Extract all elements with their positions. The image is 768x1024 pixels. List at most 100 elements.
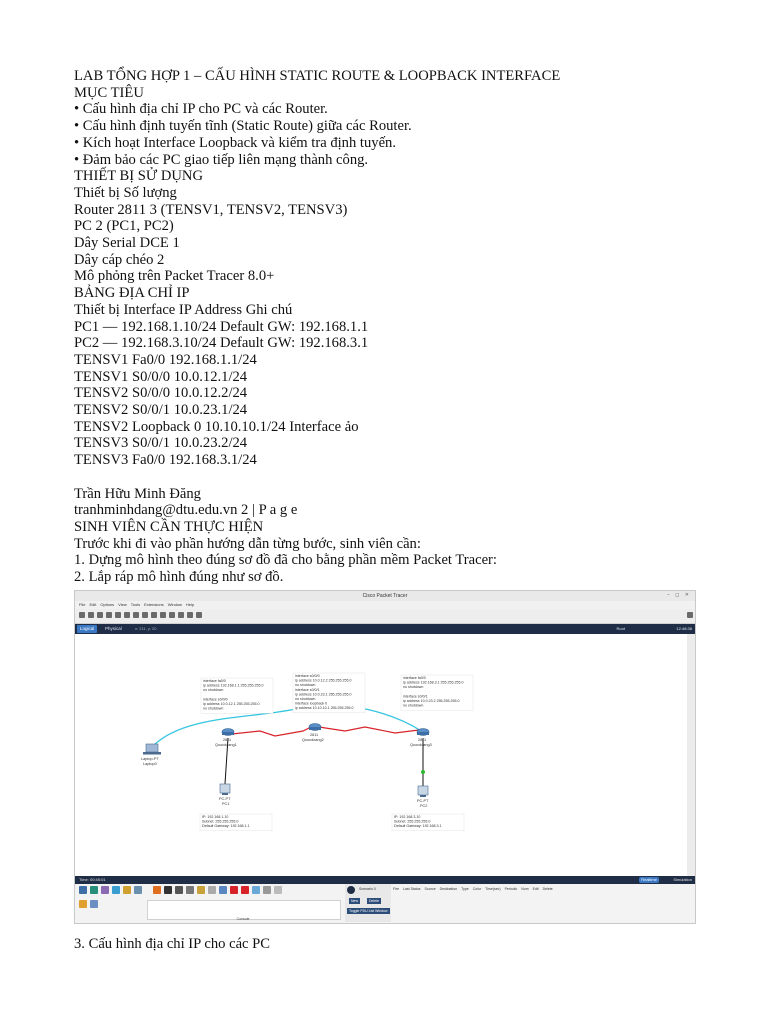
note-line: ip address 10.0.12.2 255.255.255.0 <box>295 679 352 683</box>
pc2-device[interactable] <box>417 785 429 797</box>
router-r3[interactable] <box>416 728 430 736</box>
pdu-column-header: Time(sec) <box>485 887 501 891</box>
new-scenario-button[interactable]: New <box>349 898 361 904</box>
note-line: no shutdown <box>295 697 315 701</box>
router-r2[interactable] <box>308 723 322 731</box>
crossover-cable-icon[interactable] <box>186 886 194 894</box>
straight-cable-icon[interactable] <box>175 886 183 894</box>
lightning-icon[interactable] <box>79 900 87 908</box>
document-line: TENSV1 S0/0/0 10.0.12.1/24 <box>74 368 248 385</box>
connections-category-icon[interactable] <box>123 886 131 894</box>
zoom-in-icon[interactable] <box>160 612 166 618</box>
realtime-mode-button[interactable]: Realtime <box>639 877 659 883</box>
pdu-column-header: Source <box>424 887 436 891</box>
zoom-out-icon[interactable] <box>178 612 184 618</box>
help-icon[interactable] <box>687 612 693 618</box>
tab-logical[interactable]: Logical <box>77 625 98 633</box>
logical-workspace[interactable]: 2811 Quocdoang1 2811 Quocdoang2 2811 Quo… <box>75 634 687 876</box>
note-r2-config[interactable]: interface s0/0/0ip address 10.0.12.2 255… <box>292 672 366 713</box>
coordinate-readout: x: 211, y: 20 <box>135 626 157 631</box>
menu-item[interactable]: File <box>79 602 86 607</box>
delete-scenario-button[interactable]: Delete <box>367 898 382 904</box>
save-icon[interactable] <box>97 612 103 618</box>
laptop-device[interactable] <box>143 743 161 755</box>
note-line: interface fa0/0 <box>203 679 226 683</box>
document-line: TENSV1 Fa0/0 192.168.1.1/24 <box>74 351 257 368</box>
pc1-device[interactable] <box>219 783 231 795</box>
serial-link-r2-r3 <box>318 726 420 734</box>
menu-item[interactable]: Extensions <box>144 602 164 607</box>
router-r1-name: Quocdoang1 <box>215 743 237 747</box>
document-line: Trước khi đi vào phần hướng dẫn từng bướ… <box>74 535 421 552</box>
octal-cable-icon[interactable] <box>252 886 260 894</box>
note-line: Default Gateway: 192.168.1.1 <box>202 824 250 828</box>
simulation-mode-button[interactable]: Simulation <box>673 877 692 882</box>
document-line: BẢNG ĐỊA CHỈ IP <box>74 285 190 302</box>
fire-pdu-icon[interactable] <box>347 886 355 894</box>
activity-wizard-icon[interactable] <box>115 612 121 618</box>
router-r2-name: Quocdoang2 <box>302 738 324 742</box>
grid-icon[interactable] <box>90 900 98 908</box>
print-icon[interactable] <box>106 612 112 618</box>
new-file-icon[interactable] <box>79 612 85 618</box>
note-line: ip address 10.0.23.2 255.255.255.0 <box>403 699 460 703</box>
note-line: Subnet: 255.255.255.0 <box>202 820 238 824</box>
toolbar <box>75 609 695 624</box>
open-file-icon[interactable] <box>88 612 94 618</box>
time-readout: Time: 00:45:01 <box>79 877 106 882</box>
note-line: interface loopback 0 <box>295 702 327 706</box>
link-status-indicator <box>421 770 425 774</box>
note-r3-config[interactable]: interface fa0/0ip address 192.168.3.1 25… <box>400 674 474 711</box>
document-body: LAB TỔNG HỢP 1 – CẤU HÌNH STATIC ROUTE &… <box>74 68 714 586</box>
note-line: interface s0/0/1 <box>295 688 320 692</box>
auto-connection-icon[interactable] <box>153 886 161 894</box>
serial-dce-cable-icon[interactable] <box>230 886 238 894</box>
workspace-scrollbar[interactable] <box>687 634 695 876</box>
document-line: 1. Dựng mô hình theo đúng sơ đồ đã cho b… <box>74 552 497 569</box>
pdu-column-header: Fire <box>393 887 400 891</box>
window-title: Cisco Packet Tracer <box>75 591 695 601</box>
paste-icon[interactable] <box>133 612 139 618</box>
device-list-pane[interactable] <box>147 900 341 920</box>
menu-item[interactable]: Window <box>167 602 182 607</box>
coaxial-cable-icon[interactable] <box>219 886 227 894</box>
menu-item[interactable]: Options <box>100 602 115 607</box>
window-controls[interactable]: − ◻ ✕ <box>666 592 691 598</box>
toggle-pdu-list-button[interactable]: Toggle PDU List Window <box>347 908 390 914</box>
iot-cable-icon[interactable] <box>263 886 271 894</box>
serial-dte-cable-icon[interactable] <box>241 886 249 894</box>
wireless-category-icon[interactable] <box>112 886 120 894</box>
menu-item[interactable]: Edit <box>89 602 97 607</box>
redo-icon[interactable] <box>151 612 157 618</box>
zoom-reset-icon[interactable] <box>169 612 175 618</box>
note-r1-config[interactable]: interface fa0/0ip address 192.168.1.1 25… <box>200 677 274 714</box>
pdu-column-header: Edit <box>532 887 539 891</box>
copy-icon[interactable] <box>124 612 130 618</box>
scenario-select[interactable]: Scenario 0 <box>359 887 376 891</box>
tab-physical[interactable]: Physical <box>105 626 122 631</box>
router-r1[interactable] <box>221 728 235 736</box>
pc2-model: PC-PT <box>417 799 429 803</box>
serial-link-r1-r2 <box>231 726 312 737</box>
hubs-category-icon[interactable] <box>101 886 109 894</box>
device-type-selector <box>79 886 341 908</box>
menu-item[interactable]: Tools <box>130 602 141 607</box>
note-line: Default Gateway: 192.168.3.1 <box>394 824 442 828</box>
fiber-cable-icon[interactable] <box>197 886 205 894</box>
undo-icon[interactable] <box>142 612 148 618</box>
usb-cable-icon[interactable] <box>274 886 282 894</box>
switches-category-icon[interactable] <box>90 886 98 894</box>
custom-device-icon[interactable] <box>196 612 202 618</box>
routers-category-icon[interactable] <box>79 886 87 894</box>
phone-cable-icon[interactable] <box>208 886 216 894</box>
document-line: Thiết bị Số lượng <box>74 184 177 201</box>
pdu-column-header: Delete <box>542 887 553 891</box>
palette-icon[interactable] <box>187 612 193 618</box>
note-line: ip address 192.168.3.1 255.255.255.0 <box>403 681 464 685</box>
menu-item[interactable]: View <box>118 602 127 607</box>
menu-item[interactable]: Help <box>185 602 195 607</box>
end-devices-category-icon[interactable] <box>134 886 142 894</box>
console-cable-icon[interactable] <box>164 886 172 894</box>
